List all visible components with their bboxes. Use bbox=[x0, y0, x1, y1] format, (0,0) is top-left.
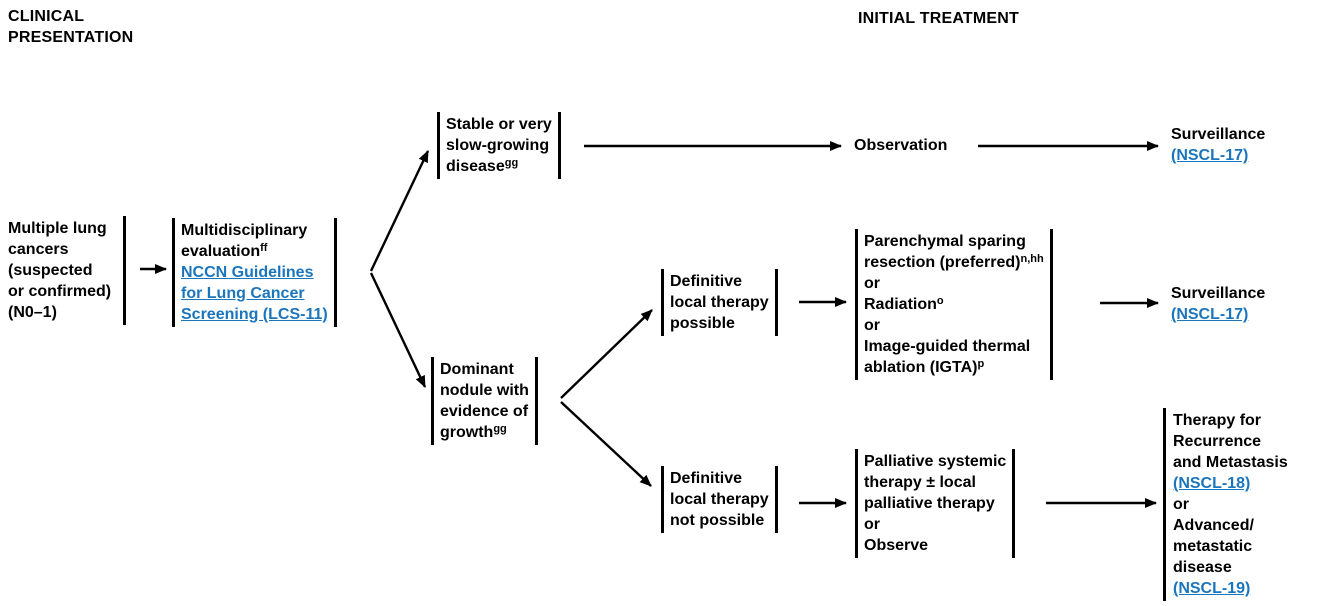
node-dominant-nodule: Dominant nodule with evidence of growthg… bbox=[431, 357, 538, 445]
option-parenchymal-resection: Parenchymal sparing resection (preferred… bbox=[864, 233, 1026, 271]
footnote-p: p bbox=[977, 358, 985, 370]
connector-dominant-to-notpossible bbox=[560, 401, 652, 487]
footnote-gg: gg bbox=[504, 157, 519, 169]
footnote-n-hh: n,hh bbox=[1020, 253, 1044, 265]
node-surveillance-mid: Surveillance (NSCL-17) bbox=[1171, 283, 1265, 325]
node-therapy-not-possible-label: Definitive local therapy not possible bbox=[670, 470, 769, 529]
column-header-initial-treatment: INITIAL TREATMENT bbox=[858, 10, 1020, 27]
node-recurrence-part1: Therapy for Recurrence and Metastasis bbox=[1173, 412, 1288, 471]
footnote-gg-2: gg bbox=[493, 423, 507, 435]
node-multiple-lung-cancers-label: Multiple lung cancers (suspected or conf… bbox=[8, 220, 112, 321]
link-nscl-17-mid[interactable]: (NSCL-17) bbox=[1171, 306, 1249, 323]
link-nscl-18[interactable]: (NSCL-18) bbox=[1173, 475, 1251, 492]
option-igta: Image-guided thermal ablation (IGTA) bbox=[864, 338, 1031, 376]
node-observation: Observation bbox=[854, 135, 947, 156]
node-multidisciplinary-evaluation: Multidisciplinary evaluationff NCCN Guid… bbox=[172, 218, 337, 327]
link-nscl-19[interactable]: (NSCL-19) bbox=[1173, 580, 1251, 597]
node-multidisciplinary-evaluation-text: Multidisciplinary evaluation bbox=[181, 222, 308, 260]
node-local-therapy-options: Parenchymal sparing resection (preferred… bbox=[855, 229, 1053, 380]
option-or-2: or bbox=[864, 317, 880, 334]
node-multidisciplinary-evaluation-title: Multidisciplinary evaluationff bbox=[181, 220, 328, 262]
node-surveillance-top: Surveillance (NSCL-17) bbox=[1171, 124, 1265, 166]
connector-dominant-to-possible bbox=[560, 309, 653, 399]
node-recurrence-metastasis: Therapy for Recurrence and Metastasis (N… bbox=[1163, 408, 1288, 601]
option-radiation: Radiation bbox=[864, 296, 937, 313]
node-therapy-not-possible: Definitive local therapy not possible bbox=[661, 466, 778, 533]
node-stable-disease-label: Stable or very slow-growing disease bbox=[446, 116, 552, 175]
node-surveillance-top-label: Surveillance bbox=[1171, 126, 1266, 143]
node-dominant-nodule-label: Dominant nodule with evidence of growth bbox=[440, 361, 529, 441]
option-or-1: or bbox=[864, 275, 880, 292]
node-surveillance-mid-label: Surveillance bbox=[1171, 285, 1266, 302]
footnote-ff: ff bbox=[260, 242, 268, 254]
node-multiple-lung-cancers: Multiple lung cancers (suspected or conf… bbox=[8, 216, 127, 325]
link-nscl-17-top[interactable]: (NSCL-17) bbox=[1171, 147, 1249, 164]
node-stable-disease: Stable or very slow-growing diseasegg bbox=[437, 112, 561, 179]
node-observation-label: Observation bbox=[854, 137, 948, 154]
node-recurrence-or: or bbox=[1173, 496, 1189, 513]
node-palliative-label: Palliative systemic therapy ± local pall… bbox=[864, 453, 1007, 554]
node-recurrence-part2: Advanced/ metastatic disease bbox=[1173, 517, 1254, 576]
node-therapy-possible-label: Definitive local therapy possible bbox=[670, 273, 769, 332]
connector-evaluation-to-dominant bbox=[369, 272, 427, 388]
connector-evaluation-to-stable bbox=[369, 150, 430, 272]
column-header-clinical-presentation: CLINICAL PRESENTATION bbox=[8, 8, 134, 46]
node-therapy-possible: Definitive local therapy possible bbox=[661, 269, 778, 336]
link-nccn-guidelines-lcs-11[interactable]: NCCN Guidelines for Lung Cancer Screenin… bbox=[181, 264, 328, 323]
node-palliative: Palliative systemic therapy ± local pall… bbox=[855, 449, 1016, 558]
footnote-o: o bbox=[936, 295, 944, 307]
